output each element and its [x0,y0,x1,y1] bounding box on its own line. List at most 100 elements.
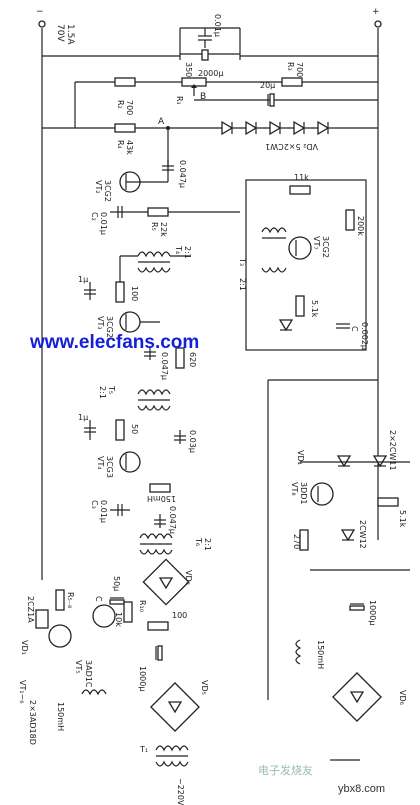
transistor-vt4 [119,451,141,473]
minus-label: − [36,7,44,17]
resistor-r5 [147,207,169,217]
r200k-label: 200k [356,216,365,236]
pair-type: 2×3AD18D [28,700,37,745]
resistor-270 [299,529,309,551]
r50-label: 50 [130,424,139,434]
cap-0047b-label: 0.047μ [160,352,169,380]
vt5-type: 3AD1C [84,660,93,688]
watermark-url: www.elecfans.com [29,332,199,353]
zener-pair-vd4 [336,455,388,468]
vt7-type: 3CG2 [321,236,330,258]
resistor-11k [289,185,311,195]
vt3-label: VT₃ [96,316,105,330]
cap-2000u-label: 2000μ [198,69,223,78]
cap-1u-label: 1μ [78,275,88,284]
cap-1u-b-label: 1μ [78,413,88,422]
diode-vd1 [35,609,49,629]
resistor-r3 [281,77,303,87]
transistor-vt8 [310,482,334,506]
watermark-footer: ybx8.com [338,783,385,795]
inductor-150mh [149,483,171,493]
cap-20u-label: 20μ [260,81,275,90]
c2-label: C₂ [90,212,99,221]
r3-value: 700 [295,62,304,77]
supply-voltage: 70V [55,24,65,42]
r2-value: 700 [125,100,134,115]
t3-ratio: 2:1 [238,278,247,291]
inductor-150mh-b [81,689,107,696]
t4-label: T₄ [174,245,183,254]
resistor-r2 [114,77,136,87]
c1-value: 0.002μ [360,322,369,350]
vt3-type: 3CG2 [105,316,114,338]
t3-label: T₃ [238,257,247,266]
c3-osc-label: C [94,596,103,602]
resistor-r4 [114,123,136,133]
vt8-type: 3DD1 [299,482,308,505]
resistor-5.1k [295,295,305,317]
vt4-type: 3CG3 [105,456,114,478]
r51k-b-label: 5.1k [398,510,407,528]
vt2-label: VT₂ [94,180,103,194]
node-b-label: B [200,92,206,102]
r270-label: 270 [292,534,301,549]
vd1-label: VD₁ [20,640,29,655]
r4-label: R₄ [116,140,125,149]
supply-current: 1.5A [65,24,75,45]
resistor-100 [115,281,125,303]
r10k-label: 10k [114,612,123,627]
mains-label: ~220V [176,778,185,805]
resistor-100-b [147,621,169,631]
positive-terminal [374,20,382,28]
transformer-t6 [139,533,173,555]
r5-value: 22k [159,222,168,237]
vd3-label: VD₃ [184,570,193,585]
l150-label: 150mH [147,494,176,503]
transistor-vt7 [288,236,312,260]
r11k-label: 11k [294,173,309,182]
transformer-t4 [137,251,171,273]
vt1-6-label: VT₁~₆ [18,680,27,703]
capacitor-2000u [201,49,209,61]
oscillator-block [245,179,367,351]
inductor-150mh-c [295,639,302,665]
t6-label: T₆ [194,537,203,546]
r620-label: 620 [188,352,197,367]
resistor-200k [345,209,355,231]
plus-label: + [372,7,380,17]
transformer-t3 [261,227,287,273]
vd5-label: VD₅ [200,680,209,695]
cap-top-label: 0.01μ [213,14,222,37]
c1-label: C [350,326,359,332]
resistor-5.1k-b [377,497,399,507]
vt4-label: VT₄ [96,456,105,470]
vd4-type: 2×2CW11 [388,430,397,471]
resistor-10k [123,601,133,623]
vd4-label: VD₄ [296,450,305,465]
t6-ratio: 2:1 [203,538,212,551]
r2-label: R₂ [116,100,125,109]
r5-8-label: R₅₋₈ [66,592,75,608]
l150c-label: 150mH [316,640,325,669]
vd6-label: VD₆ [398,690,407,705]
resistor-620 [175,347,185,369]
diode-oscillator [278,319,294,332]
zener-2cw12 [340,529,356,542]
resistor-50 [115,419,125,441]
t5-ratio: 2:1 [98,386,107,399]
transformer-t5 [137,389,171,411]
vd7-type: 2CW12 [358,520,367,549]
c3-label: C₃ [90,500,99,509]
negative-terminal [38,20,46,28]
r51k-label: 5.1k [310,300,319,318]
vt7-label: VT₇ [312,236,321,250]
cap-1000u-label: 1000μ [138,666,147,691]
cap-003-label: 0.03μ [188,430,197,453]
vt5-label: VT₅ [74,660,83,674]
t4-ratio: 2:1 [183,246,192,259]
cap-0047-label: 0.047μ [178,160,187,188]
pot-wiper-arrow [191,84,197,88]
r1-value: 350 [184,62,193,77]
